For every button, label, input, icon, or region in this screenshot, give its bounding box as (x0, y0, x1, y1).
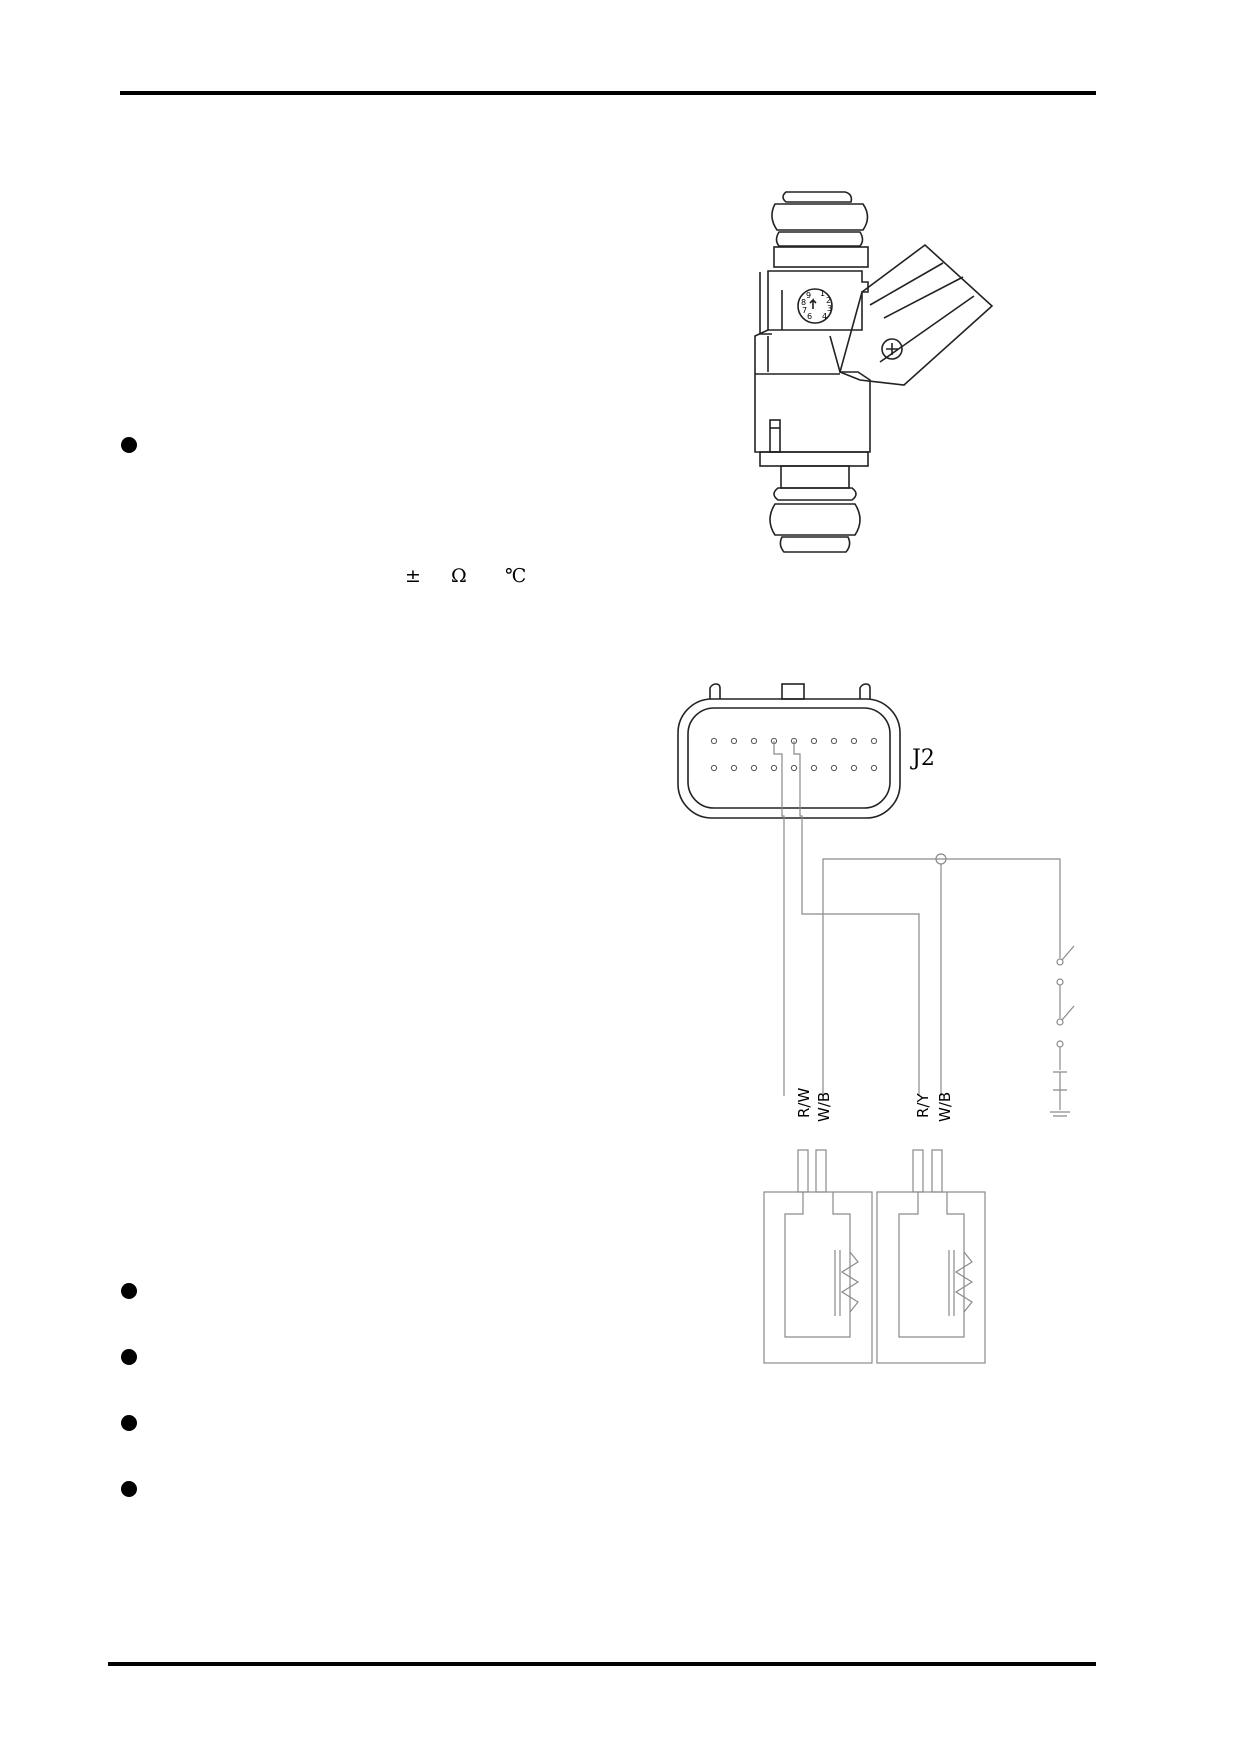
cap-digit-2: 2 (826, 296, 831, 305)
injector-symbol-2 (876, 1149, 986, 1364)
footer-rule (108, 1662, 1096, 1666)
wire-label-wb-2: W/B (936, 1092, 954, 1122)
wire-label-wb-1: W/B (815, 1092, 833, 1122)
wiring-lines (773, 741, 1075, 1117)
cap-digit-4: 4 (822, 312, 827, 321)
bullet-3 (121, 1349, 137, 1365)
connector-label: J2 (910, 746, 935, 771)
ohm-symbol: Ω (451, 565, 467, 587)
injector-symbol-1 (763, 1149, 873, 1364)
plus-minus-symbol: ± (405, 565, 421, 587)
bullet-5 (121, 1481, 137, 1497)
bullet-1 (121, 437, 137, 453)
connector-j2 (677, 683, 901, 819)
bullet-4 (121, 1415, 137, 1431)
cap-digit-3: 3 (827, 304, 832, 313)
header-rule (120, 91, 1096, 95)
cap-digit-1: 1 (820, 289, 825, 298)
cap-digit-9: 9 (806, 291, 811, 300)
cap-digit-6: 6 (807, 312, 812, 321)
wire-label-rw: R/W (795, 1088, 813, 1118)
fuel-injector-drawing: 9 1 8 2 7 3 6 4 (754, 191, 994, 553)
cap-digit-8: 8 (801, 298, 806, 307)
wire-label-ry: R/Y (914, 1093, 932, 1118)
cap-digit-7: 7 (802, 306, 807, 315)
bullet-2 (121, 1283, 137, 1299)
celsius-symbol: ℃ (505, 565, 527, 587)
